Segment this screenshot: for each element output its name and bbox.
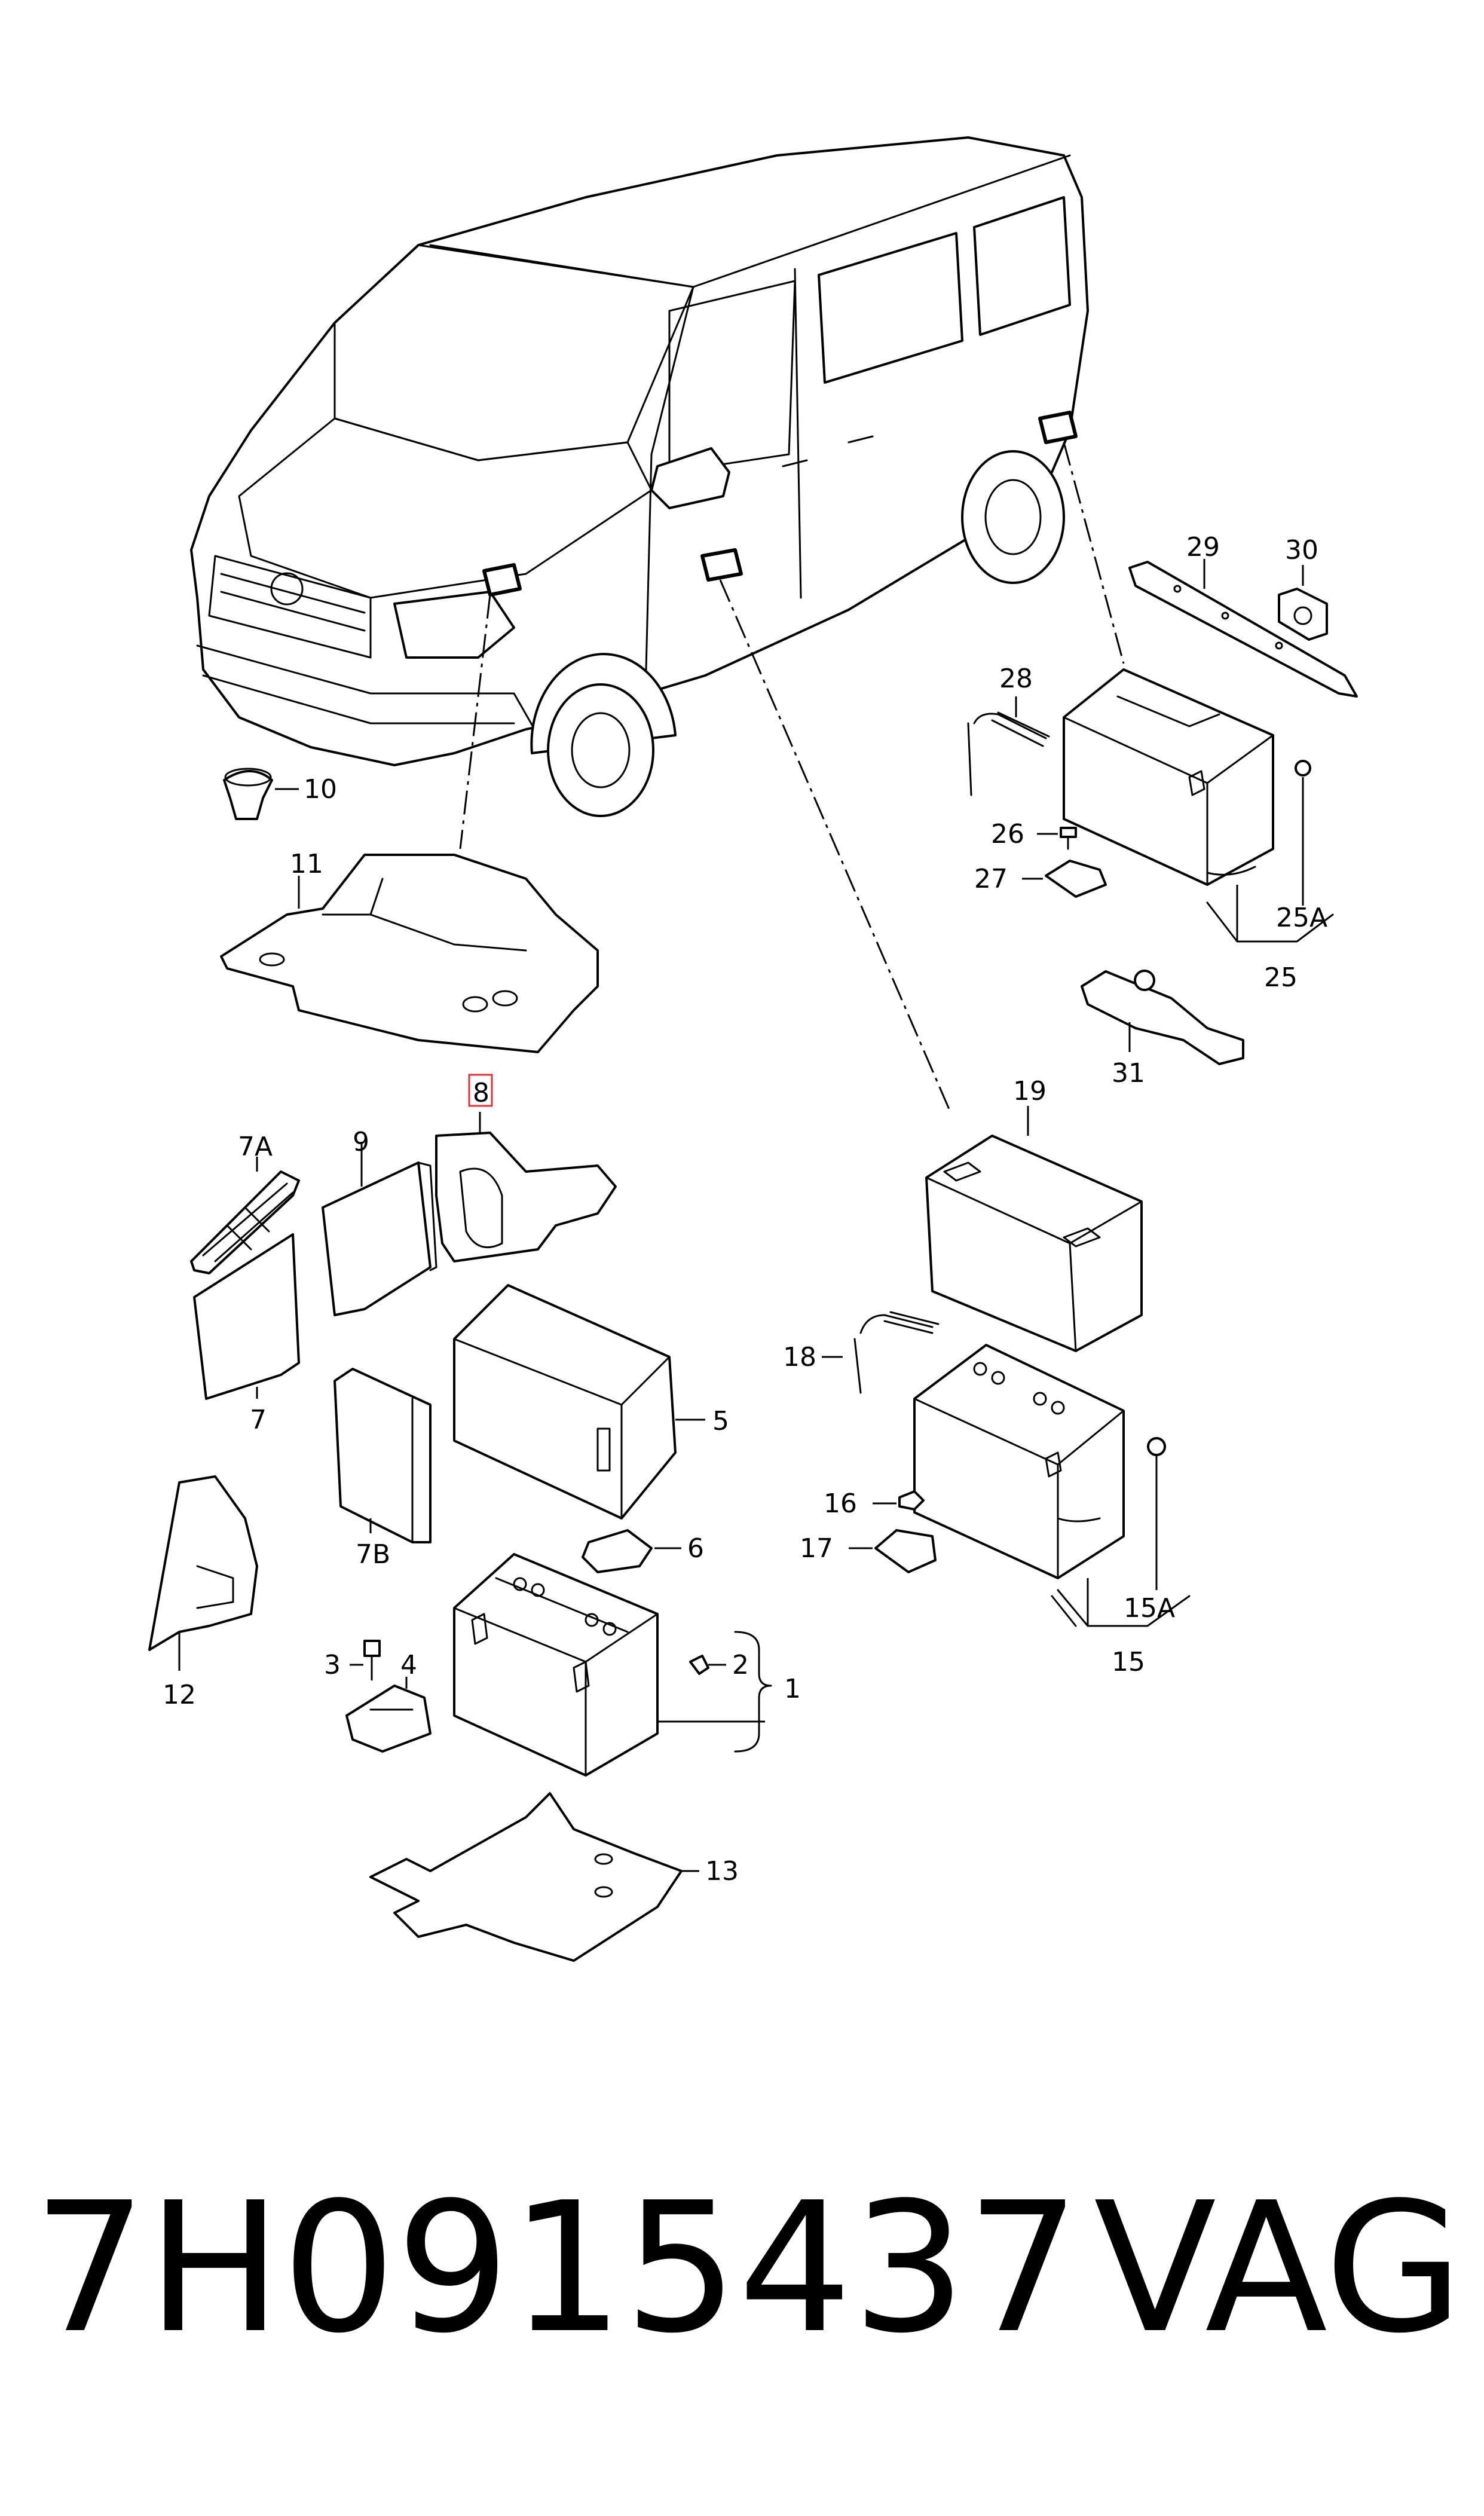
label-1: 1 [784,1674,801,1704]
part-18-cable [822,1311,940,1394]
label-16: 16 [824,1488,857,1519]
label-25a: 25A [1276,903,1327,933]
part-8-bracket [435,1112,617,1262]
part-13-tray [369,1792,699,1962]
part-29-rail [1128,559,1358,698]
part-9-panel [322,1142,437,1316]
van-illustration [190,136,1089,817]
brand-text: VAG [1094,2164,1464,2373]
part-30-fuse-box [1278,565,1328,641]
label-15: 15 [1112,1647,1145,1677]
label-17: 17 [800,1533,833,1564]
location-leader-lines [459,442,1125,1112]
label-18: 18 [783,1342,816,1372]
part-16-nut [873,1490,925,1511]
part-10-clip [223,768,299,820]
part-25a-screw [1295,760,1311,906]
part-15-battery [913,1344,1125,1579]
label-10: 10 [304,774,337,805]
part-7b-panel [333,1368,432,1543]
part-11-cover [220,854,599,1053]
part-number-text: 7H0915437 [33,2164,1081,2373]
label-6: 6 [687,1533,704,1564]
label-27: 27 [974,864,1008,894]
part-12-shield [148,1475,258,1671]
part-25-bracket-lines [1206,885,1334,943]
callout-labels: 10 11 8 7A 9 7 5 7B 6 3 4 2 1 12 13 19 1… [163,532,1327,1887]
part-17-holder [849,1529,937,1573]
part-26-screw [1037,827,1077,850]
label-19: 19 [1013,1076,1047,1106]
part-4-holder [345,1677,432,1753]
label-7: 7 [250,1405,267,1435]
part-25-battery [1063,668,1274,886]
label-9: 9 [353,1127,369,1157]
part-7a-insert [190,1157,300,1274]
part-3-bolt [350,1640,381,1681]
label-5: 5 [712,1406,729,1436]
label-29: 29 [1186,532,1220,562]
label-8: 8 [473,1078,489,1108]
part-31-bracket [1081,970,1244,1065]
part-28-cable [967,696,1050,796]
part-19-cover [925,1106,1143,1352]
label-15a: 15A [1124,1593,1175,1624]
part-2-screw [689,1655,726,1675]
label-26: 26 [991,819,1024,849]
part-27-holder [1022,860,1107,898]
part-7-plate [193,1233,300,1400]
label-2: 2 [732,1650,749,1680]
label-30: 30 [1285,535,1318,565]
label-31: 31 [1112,1058,1145,1089]
part-5-battery-cover [453,1284,705,1520]
label-12: 12 [163,1680,196,1710]
part-1-battery [453,1553,772,1777]
label-7a: 7A [238,1132,273,1162]
part-15a-screw [1147,1437,1166,1590]
label-25: 25 [1264,962,1298,993]
label-7b: 7B [356,1539,390,1570]
label-11: 11 [290,849,323,879]
part-6-clamp [582,1529,681,1573]
label-3: 3 [324,1650,341,1680]
label-28: 28 [999,664,1033,694]
label-8-highlight-box [468,1074,493,1107]
part-15-bracket-lines [1051,1578,1191,1627]
label-4: 4 [400,1650,417,1680]
label-13: 13 [705,1856,739,1887]
